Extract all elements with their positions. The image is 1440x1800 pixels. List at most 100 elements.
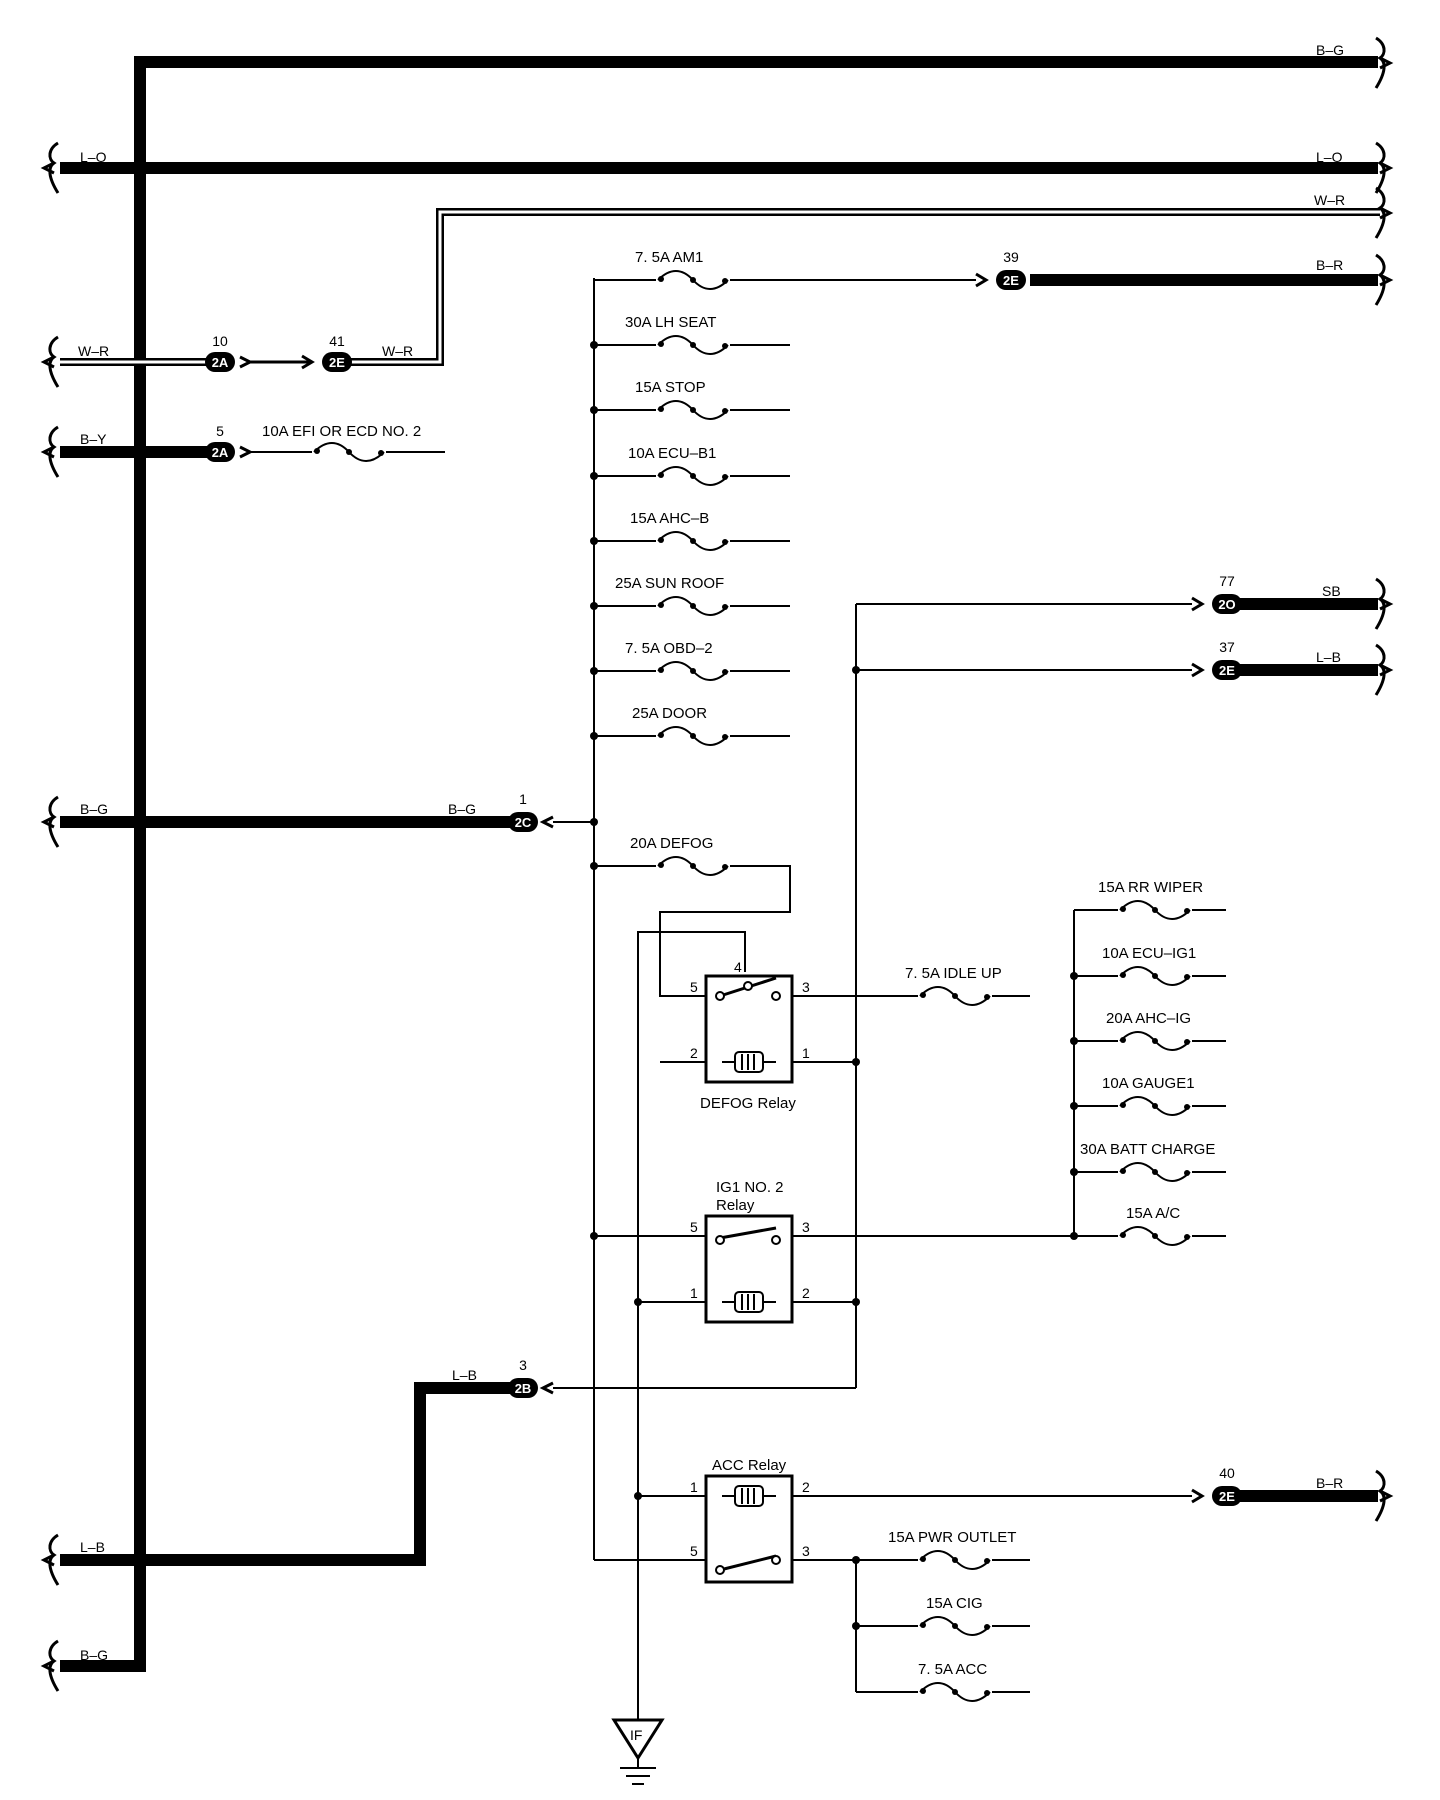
fuse-pwr-outlet: 15A PWR OUTLET: [888, 1529, 1016, 1574]
label-br-39: B–R: [1316, 257, 1343, 273]
fuse-sun-roof: 25A SUN ROOF: [615, 575, 730, 620]
svg-text:3: 3: [519, 1357, 527, 1373]
fuse-acc: 7. 5A ACC: [918, 1661, 992, 1706]
wr-right-wire-inner: [335, 210, 1380, 364]
svg-text:5: 5: [690, 1543, 698, 1559]
svg-text:2B: 2B: [515, 1381, 532, 1396]
fuse-lh-seat: 30A LH SEAT: [625, 314, 730, 359]
fuse-am1: 7. 5A AM1: [635, 249, 730, 294]
svg-text:1: 1: [519, 791, 527, 807]
svg-text:7. 5A AM1: 7. 5A AM1: [635, 249, 703, 266]
fuse-idle-up: 7. 5A IDLE UP: [905, 965, 1002, 1010]
label-lb-37: L–B: [1316, 649, 1341, 665]
brace-lo-left: [42, 141, 60, 195]
svg-text:IF: IF: [630, 1727, 642, 1743]
svg-text:3: 3: [802, 1543, 810, 1559]
label-lo-left: L–O: [80, 149, 107, 165]
fuses: 7. 5A AM1 30A LH SEAT 15A STOP 10A ECU–B…: [262, 249, 1215, 1706]
label-bg-bottom: B–G: [80, 1647, 108, 1663]
svg-text:15A A/C: 15A A/C: [1126, 1205, 1180, 1222]
fuse-ac: 15A A/C: [1118, 1205, 1192, 1250]
svg-text:2: 2: [690, 1045, 698, 1061]
fuse-ecu-ig1: 10A ECU–IG1: [1102, 945, 1196, 990]
connector-2e-40: 2E 40: [1191, 1465, 1242, 1506]
svg-text:3: 3: [802, 1219, 810, 1235]
svg-text:10A ECU–IG1: 10A ECU–IG1: [1102, 945, 1196, 962]
connector-2c-1: 2C 1: [508, 791, 554, 832]
svg-text:2E: 2E: [329, 355, 345, 370]
fuse-ahc-ig: 20A AHC–IG: [1106, 1010, 1192, 1055]
svg-text:30A BATT CHARGE: 30A BATT CHARGE: [1080, 1141, 1215, 1158]
brace-lo-right: [1374, 141, 1392, 195]
ig1-no2-relay: 5 3 1 2 IG1 NO. 2 Relay: [690, 1179, 810, 1324]
connectors: 2A 10 2E 41 2A 5 2E 39: [205, 249, 1242, 1506]
label-bg-mid: B–G: [448, 801, 476, 817]
svg-text:15A STOP: 15A STOP: [635, 379, 706, 396]
svg-text:2C: 2C: [515, 815, 532, 830]
label-bg-top: B–G: [1316, 42, 1344, 58]
label-br-40: B–R: [1316, 1475, 1343, 1491]
defog-relay-label: DEFOG Relay: [700, 1095, 796, 1112]
wr-wires: [60, 208, 1380, 366]
brace-br-40: [1374, 1469, 1392, 1523]
svg-text:2E: 2E: [1003, 273, 1019, 288]
svg-text:5: 5: [690, 979, 698, 995]
fuse-rr-wiper: 15A RR WIPER: [1098, 879, 1203, 924]
svg-text:5: 5: [216, 423, 224, 439]
connector-2e-39: 2E 39: [975, 249, 1026, 290]
svg-text:10A EFI OR ECD NO. 2: 10A EFI OR ECD NO. 2: [262, 423, 421, 440]
label-lb-left: L–B: [80, 1539, 105, 1555]
svg-text:2E: 2E: [1219, 1489, 1235, 1504]
svg-text:1: 1: [802, 1045, 810, 1061]
label-lo-right: L–O: [1316, 149, 1343, 165]
wr-right-wire-outer: [335, 208, 1380, 366]
svg-text:25A DOOR: 25A DOOR: [632, 705, 707, 722]
svg-text:4: 4: [734, 959, 742, 975]
label-sb-77: SB: [1322, 583, 1341, 599]
svg-text:2A: 2A: [212, 355, 229, 370]
svg-text:37: 37: [1219, 639, 1235, 655]
brace-sb-77: [1374, 577, 1392, 631]
connector-2e-41: 2E 41: [301, 333, 352, 372]
ground-if: IF: [611, 1718, 665, 1785]
fuse-ecu-b1: 10A ECU–B1: [628, 445, 730, 490]
svg-text:39: 39: [1003, 249, 1019, 265]
svg-text:25A SUN ROOF: 25A SUN ROOF: [615, 575, 724, 592]
svg-text:5: 5: [690, 1219, 698, 1235]
acc-relay-label: ACC Relay: [712, 1457, 787, 1474]
connector-2a-5: 2A 5: [205, 423, 254, 462]
wire-labels: B–G L–O L–O W–R B–R W–R W–R B–Y SB L–B B…: [78, 42, 1345, 1663]
svg-text:2: 2: [802, 1285, 810, 1301]
brace-wr-left: [42, 335, 60, 389]
label-bg-left-mid: B–G: [80, 801, 108, 817]
svg-text:2A: 2A: [212, 445, 229, 460]
svg-text:15A PWR OUTLET: 15A PWR OUTLET: [888, 1529, 1016, 1546]
svg-text:41: 41: [329, 333, 345, 349]
svg-text:10A ECU–B1: 10A ECU–B1: [628, 445, 716, 462]
label-wr-right: W–R: [1314, 192, 1345, 208]
brace-lb-37: [1374, 643, 1392, 697]
svg-text:7. 5A ACC: 7. 5A ACC: [918, 1661, 987, 1678]
label-by-left: B–Y: [80, 431, 107, 447]
fuse-obd2: 7. 5A OBD–2: [625, 640, 730, 685]
svg-text:40: 40: [1219, 1465, 1235, 1481]
brace-br-39: [1374, 253, 1392, 307]
ig1-relay-label-2: Relay: [716, 1197, 755, 1214]
connector-2a-10: 2A 10: [205, 333, 310, 372]
svg-text:2: 2: [802, 1479, 810, 1495]
svg-text:2O: 2O: [1218, 597, 1235, 612]
fuse-cig: 15A CIG: [918, 1595, 992, 1640]
fuse-door: 25A DOOR: [632, 705, 730, 750]
acc-relay: 1 2 5 3 ACC Relay: [690, 1457, 810, 1584]
svg-text:7. 5A OBD–2: 7. 5A OBD–2: [625, 640, 713, 657]
fuse-efi: 10A EFI OR ECD NO. 2: [262, 423, 421, 466]
connector-2o-77: 2O 77: [1191, 573, 1242, 614]
fuse-defog: 20A DEFOG: [630, 835, 730, 880]
label-wr-mid: W–R: [382, 343, 413, 359]
fuse-stop: 15A STOP: [635, 379, 730, 424]
svg-text:2E: 2E: [1219, 663, 1235, 678]
svg-text:20A DEFOG: 20A DEFOG: [630, 835, 713, 852]
junction-dots: [590, 341, 1078, 1630]
svg-text:20A AHC–IG: 20A AHC–IG: [1106, 1010, 1191, 1027]
